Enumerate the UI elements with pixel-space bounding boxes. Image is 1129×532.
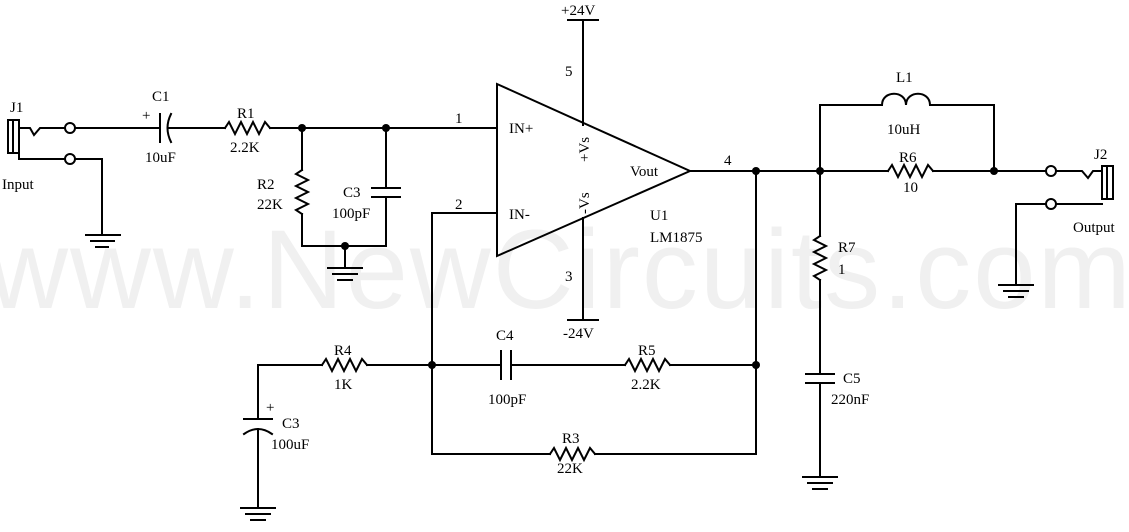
inductor-l1 <box>880 92 932 107</box>
r3-ref: R3 <box>562 431 580 447</box>
r7-value: 1 <box>838 262 846 278</box>
j2-label: Output <box>1073 220 1116 236</box>
resistor-r1 <box>223 119 272 137</box>
op-amp-vout: Vout <box>630 164 659 180</box>
junction-dot <box>752 361 760 369</box>
resistor-r3 <box>548 445 597 463</box>
supply-neg: -24V <box>563 326 594 342</box>
c1-polarity: + <box>142 108 150 124</box>
c3a-value: 100pF <box>332 206 370 222</box>
resistor-r7 <box>811 234 829 282</box>
r4-ref: R4 <box>334 343 352 359</box>
l1-value: 10uH <box>887 122 921 138</box>
j1-label: Input <box>2 177 34 193</box>
r6-ref: R6 <box>899 150 917 166</box>
op-amp-vs-neg: -Vs <box>577 192 593 214</box>
pin-1-label: 1 <box>455 111 463 127</box>
r3-value: 22K <box>557 461 583 477</box>
j1-ref: J1 <box>10 100 23 116</box>
r5-ref: R5 <box>638 343 656 359</box>
c4-value: 100pF <box>488 392 526 408</box>
c5-value: 220nF <box>831 392 869 408</box>
l1-ref: L1 <box>896 70 913 86</box>
resistor-r6 <box>886 162 935 180</box>
c3b-polarity: + <box>266 400 274 416</box>
op-amp-in-pos: IN+ <box>509 121 533 137</box>
op-amp-in-neg: IN- <box>509 207 530 223</box>
ground-symbol-c3 <box>240 507 276 521</box>
junction-dot <box>428 361 436 369</box>
c3b-value: 100uF <box>271 437 309 453</box>
ground-symbol-j2 <box>998 284 1034 298</box>
r2-value: 22K <box>257 197 283 213</box>
j2-ref: J2 <box>1094 147 1107 163</box>
resistor-r2 <box>293 168 311 216</box>
capacitor-c5 <box>805 373 835 384</box>
pin-2-label: 2 <box>455 197 463 213</box>
c5-ref: C5 <box>843 371 861 387</box>
c1-value: 10uF <box>145 150 176 166</box>
capacitor-c4 <box>500 350 512 380</box>
input-jack-j1 <box>7 119 103 236</box>
c3a-ref: C3 <box>343 185 361 201</box>
r4-value: 1K <box>334 377 353 393</box>
output-jack-j2 <box>1015 165 1114 286</box>
resistor-r5 <box>623 356 672 374</box>
ground-symbol-j1 <box>85 234 121 248</box>
r5-value: 2.2K <box>631 377 661 393</box>
pin-3-label: 3 <box>565 269 573 285</box>
pin-5-label: 5 <box>565 64 573 80</box>
r6-value: 10 <box>903 180 918 196</box>
junction-dot <box>990 167 998 175</box>
capacitor-c3-100pf <box>371 187 401 198</box>
pin-4-label: 4 <box>724 153 732 169</box>
r7-ref: R7 <box>838 240 856 256</box>
r2-ref: R2 <box>257 177 275 193</box>
op-amp-u1 <box>496 82 693 258</box>
supply-pos: +24V <box>561 3 595 19</box>
c4-ref: C4 <box>496 328 514 344</box>
op-amp-ref: U1 <box>650 208 668 224</box>
r1-value: 2.2K <box>230 140 260 156</box>
ground-symbol-input <box>327 267 363 281</box>
c3b-ref: C3 <box>282 416 300 432</box>
op-amp-part: LM1875 <box>650 230 703 246</box>
resistor-r4 <box>320 356 369 374</box>
watermark: www.NewCircuits.com <box>0 207 1129 332</box>
c1-ref: C1 <box>152 89 170 105</box>
r1-ref: R1 <box>237 106 255 122</box>
op-amp-vs-pos: +Vs <box>577 137 593 162</box>
ground-symbol-c5 <box>802 476 838 490</box>
